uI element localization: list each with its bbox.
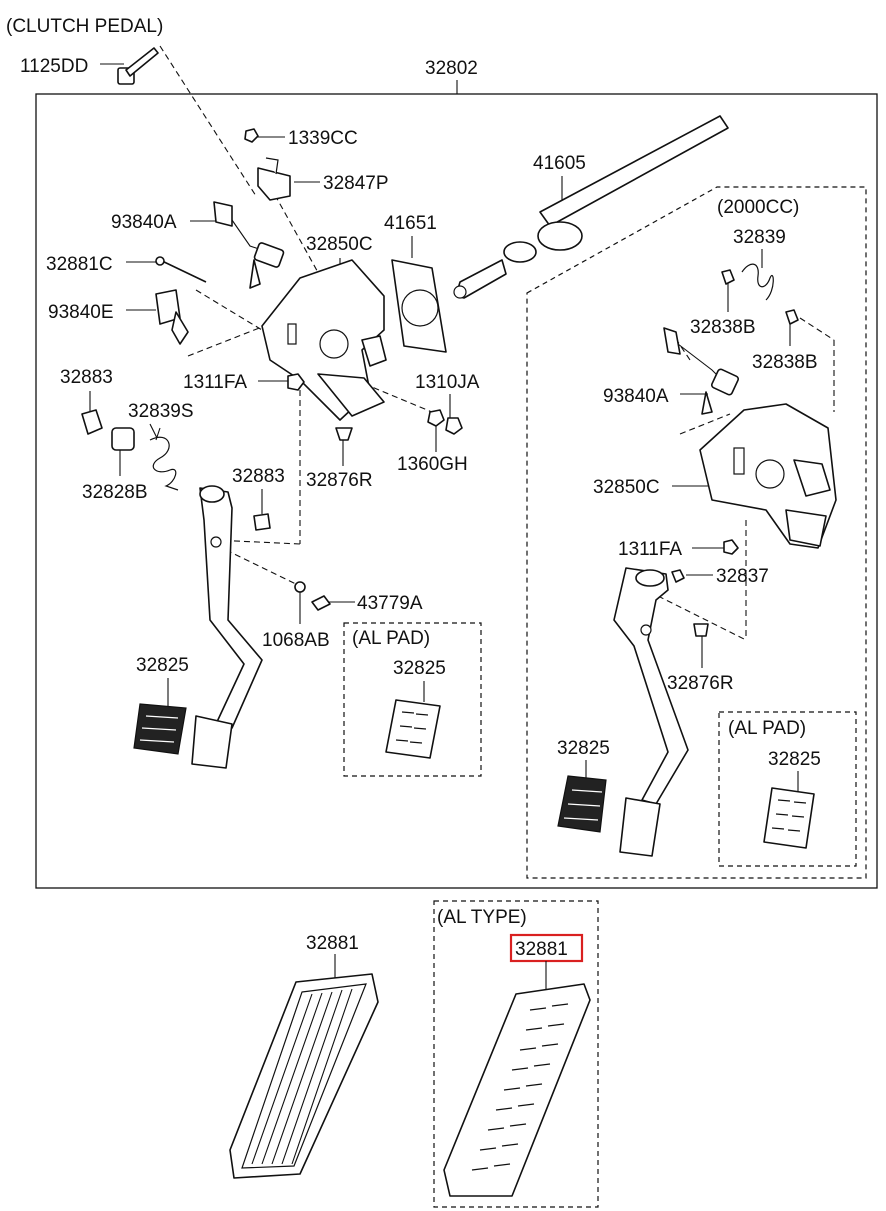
label-1068AB: 1068AB xyxy=(262,630,330,651)
al-type-box xyxy=(433,900,599,1208)
label-32883-b: 32883 xyxy=(232,466,285,487)
label-93840E: 93840E xyxy=(48,302,114,323)
label-32850C: 32850C xyxy=(306,234,373,255)
label-1125DD: 1125DD xyxy=(20,56,88,77)
clip-icon xyxy=(253,513,331,611)
switch-icon xyxy=(213,201,285,289)
label-32825-d: 32825 xyxy=(768,749,821,770)
label-41651: 41651 xyxy=(384,213,437,234)
label-41605: 41605 xyxy=(533,153,586,174)
pedal-bracket-2000cc-icon xyxy=(699,403,837,549)
label-1310JA: 1310JA xyxy=(415,372,480,393)
al-pad-icon-2 xyxy=(763,787,815,849)
label-32850C-b: 32850C xyxy=(593,477,660,498)
master-cylinder-icon xyxy=(453,115,729,299)
label-al-pad-2: (AL PAD) xyxy=(728,718,806,739)
label-32881: 32881 xyxy=(306,933,359,954)
label-32876R-b: 32876R xyxy=(667,673,734,694)
label-32825-a: 32825 xyxy=(136,655,189,676)
label-al-pad-1: (AL PAD) xyxy=(352,628,430,649)
rubber-pad-2000cc-icon xyxy=(557,775,607,833)
label-32828B: 32828B xyxy=(82,482,148,503)
bushing-icon xyxy=(81,409,135,451)
label-32881-highlighted: 32881 xyxy=(515,939,568,960)
bolt-icon xyxy=(117,47,159,85)
label-32837: 32837 xyxy=(716,566,769,587)
label-43779A: 43779A xyxy=(357,593,423,614)
label-1360GH: 1360GH xyxy=(397,454,468,475)
spring-icon xyxy=(149,427,179,491)
stopper-icon xyxy=(335,427,353,441)
pedal-bracket-icon xyxy=(261,259,387,421)
label-al-type: (AL TYPE) xyxy=(437,907,527,928)
leader-lines xyxy=(89,63,799,990)
washer-icon xyxy=(427,409,463,435)
label-1339CC: 1339CC xyxy=(288,128,358,149)
label-1311FA: 1311FA xyxy=(183,372,247,393)
label-32881C: 32881C xyxy=(46,254,113,275)
label-32883-a: 32883 xyxy=(60,367,113,388)
accelerator-pedal-icon xyxy=(229,973,379,1179)
sensor-icon xyxy=(155,289,189,345)
label-32839: 32839 xyxy=(733,227,786,248)
assembly-lines xyxy=(159,45,835,641)
gasket-icon xyxy=(391,259,447,353)
al-pad-icon-1 xyxy=(385,699,441,759)
clip-32837-icon xyxy=(671,569,685,583)
label-32802: 32802 xyxy=(425,58,478,79)
label-2000cc: (2000CC) xyxy=(717,197,799,218)
label-32847P: 32847P xyxy=(323,173,389,194)
label-32839S: 32839S xyxy=(128,401,194,422)
pin-icon xyxy=(155,256,207,283)
label-32838B-b: 32838B xyxy=(752,352,818,373)
nut-1311FA-b-icon xyxy=(723,539,739,555)
label-93840A: 93840A xyxy=(111,212,177,233)
nut-icon xyxy=(244,128,259,143)
label-1311FA-b: 1311FA xyxy=(618,539,682,560)
switch-2000cc-icon xyxy=(663,327,740,415)
label-32825-b: 32825 xyxy=(393,658,446,679)
rubber-pad-icon xyxy=(133,703,187,755)
spring-2000cc-icon xyxy=(721,263,799,325)
label-32876R: 32876R xyxy=(306,470,373,491)
clutch-pedal-arm-2000cc-icon xyxy=(613,567,689,857)
label-32838B-a: 32838B xyxy=(690,317,756,338)
bracket-icon xyxy=(257,157,291,201)
label-32825-c: 32825 xyxy=(557,738,610,759)
2000cc-box xyxy=(526,186,867,879)
label-clutch-pedal: (CLUTCH PEDAL) xyxy=(6,16,163,37)
al-accelerator-pedal-icon xyxy=(443,983,591,1197)
label-93840A-b: 93840A xyxy=(603,386,669,407)
al-pad-box-2 xyxy=(718,711,857,867)
stopper-b-icon xyxy=(693,623,709,637)
nut-1311FA-icon xyxy=(287,373,305,391)
clutch-pedal-arm-icon xyxy=(191,485,263,769)
